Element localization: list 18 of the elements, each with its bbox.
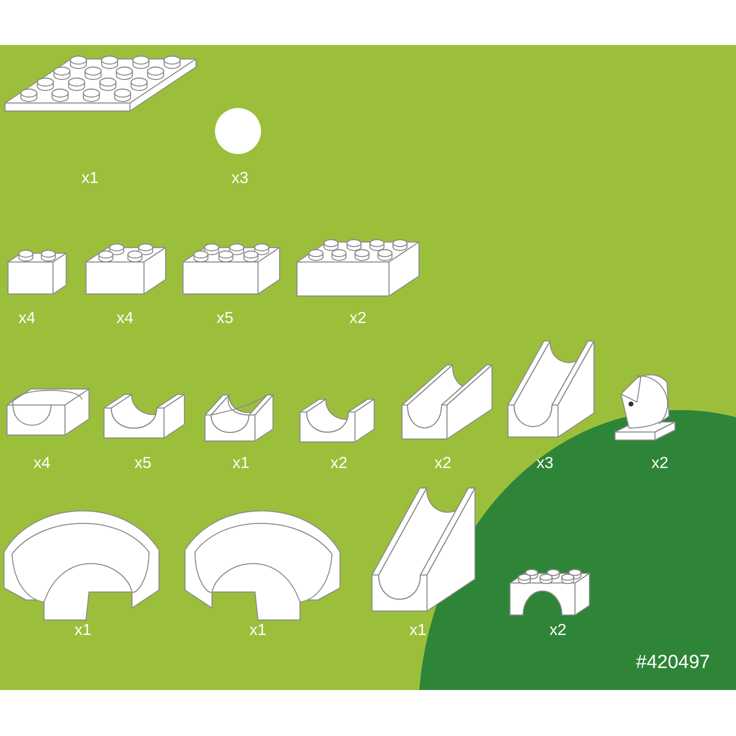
quantity-label: x4 [18,310,36,328]
quantity-label: x1 [410,622,426,640]
quantity-label: x2 [550,622,566,640]
quantity-label: x2 [350,310,366,328]
quantity-label: x3 [536,455,554,473]
item-number: #420497 [636,652,710,674]
quantity-label: x4 [116,310,134,328]
quantity-label: x5 [134,455,152,473]
quantity-label: x1 [250,622,266,640]
quantity-label: x1 [74,622,92,640]
quantity-label: x3 [232,170,248,188]
quantity-label: x1 [82,170,98,188]
quantity-label: x5 [216,310,234,328]
quantity-label: x4 [34,455,50,473]
quantity-label: x1 [232,455,250,473]
quantity-label: x2 [434,455,452,473]
quantity-label: x2 [652,455,668,473]
quantity-label: x2 [330,455,348,473]
